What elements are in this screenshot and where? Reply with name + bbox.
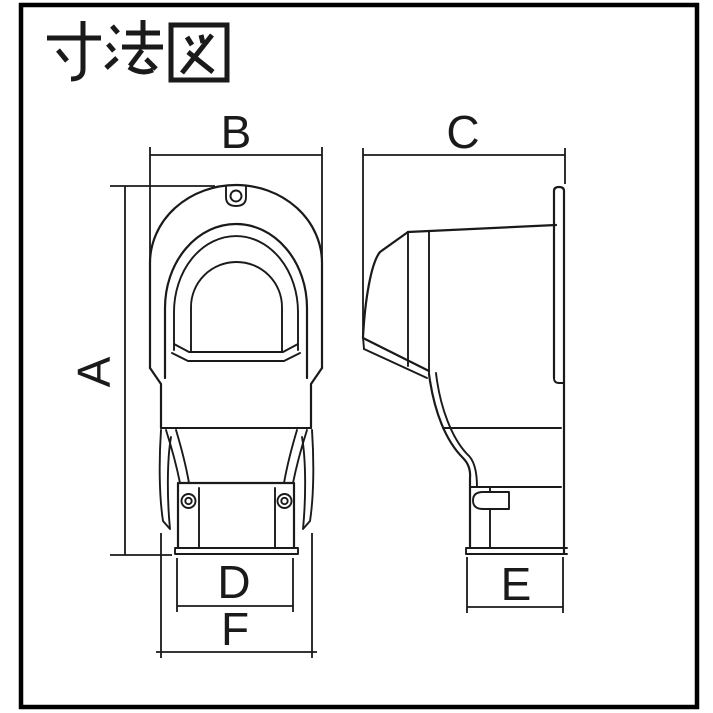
neck-inner	[435, 372, 478, 488]
page-title-art	[47, 20, 230, 83]
latch-tab	[472, 491, 510, 510]
front-view: B A D F	[68, 106, 324, 658]
cover-arch-inner	[173, 235, 299, 351]
hood-lip-top	[361, 336, 431, 373]
flange-edge	[552, 185, 566, 555]
front-part-drawing	[148, 183, 324, 555]
drawing-border	[18, 2, 700, 710]
arch-band-top	[173, 343, 299, 353]
dim-c: C	[362, 106, 566, 338]
screw-right-center	[280, 496, 289, 506]
dome-outline	[148, 183, 324, 370]
funnel-left-inner	[175, 429, 190, 484]
dim-label-f: F	[221, 603, 249, 655]
dim-label-e: E	[501, 558, 532, 610]
side-part-drawing	[361, 185, 568, 555]
dim-label-b: B	[221, 106, 252, 158]
wing-right	[301, 429, 315, 530]
dome-chamfer-right	[309, 366, 324, 430]
hood-front	[361, 230, 410, 339]
page-title: 寸法図	[45, 20, 230, 92]
side-view: C E	[361, 106, 568, 613]
duct-box-inner-lines	[198, 487, 276, 549]
dim-d: D	[176, 556, 294, 612]
dim-f: F	[156, 533, 317, 658]
wing-left	[158, 429, 172, 530]
side-bottom-lip	[465, 547, 568, 555]
opening-arch	[190, 261, 283, 353]
screw-top	[229, 189, 243, 203]
dim-a: A	[68, 185, 215, 556]
funnel-right-outer	[292, 429, 308, 484]
page-title-text: 寸法図	[45, 27, 219, 92]
screw-left	[180, 493, 197, 509]
dim-label-d: D	[217, 556, 250, 608]
duct-box	[176, 481, 296, 550]
dim-e: E	[466, 557, 564, 613]
neck-outer	[427, 372, 472, 550]
dim-label-a: A	[68, 356, 120, 387]
screw-left-center	[184, 496, 193, 506]
duct-bottom-lip	[174, 547, 299, 555]
dim-label-c: C	[446, 106, 479, 158]
screw-tab	[225, 186, 247, 207]
funnel-left-outer	[165, 429, 181, 484]
dome-chamfer-left	[148, 366, 163, 430]
cover-arch-outer	[163, 222, 309, 380]
arch-band-bottom	[171, 352, 301, 362]
hood-lip-bottom	[363, 348, 428, 379]
flange-edge-bottom	[553, 377, 565, 384]
funnel-right-inner	[283, 429, 298, 484]
top-ridge	[406, 223, 558, 234]
dim-b: B	[149, 106, 323, 263]
screw-right	[276, 493, 293, 509]
